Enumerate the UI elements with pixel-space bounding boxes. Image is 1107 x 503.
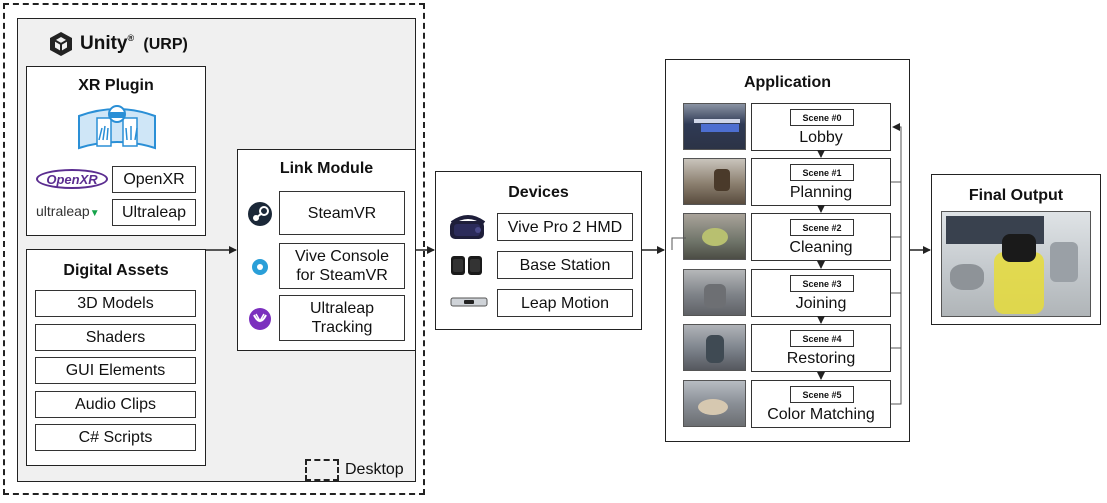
scene-name: Planning bbox=[789, 184, 853, 201]
base-station-icon bbox=[451, 256, 482, 275]
scene-name: Joining bbox=[795, 295, 847, 312]
scene-tag: Scene #1 bbox=[790, 164, 854, 181]
unity-suffix: (URP) bbox=[143, 36, 188, 53]
scene-tag: Scene #3 bbox=[790, 275, 854, 292]
scene-box-planning: Scene #1 Planning bbox=[751, 158, 891, 206]
asset-item: 3D Models bbox=[35, 290, 196, 317]
scene-thumbnail bbox=[683, 158, 746, 205]
asset-item: C# Scripts bbox=[35, 424, 196, 451]
link-module-title: Link Module bbox=[279, 160, 374, 177]
scene-thumbnail bbox=[683, 269, 746, 316]
device-item-base-station: Base Station bbox=[497, 251, 633, 279]
xr-hands-icon bbox=[78, 105, 156, 150]
link-item-ultraleap-tracking: Ultraleap Tracking bbox=[279, 295, 405, 341]
devices-title: Devices bbox=[508, 184, 569, 201]
application-title: Application bbox=[743, 74, 832, 91]
xr-plugin-item-openxr: OpenXR bbox=[112, 166, 196, 193]
scene-tag: Scene #2 bbox=[790, 219, 854, 236]
scene-tag: Scene #5 bbox=[790, 386, 854, 403]
unity-logo-icon bbox=[50, 32, 72, 56]
digital-assets-title: Digital Assets bbox=[63, 262, 169, 279]
xr-plugin-title: XR Plugin bbox=[78, 77, 154, 94]
vive-icon bbox=[252, 259, 268, 275]
scene-thumbnail bbox=[683, 103, 746, 150]
asset-item: GUI Elements bbox=[35, 357, 196, 384]
xr-plugin-item-ultraleap: Ultraleap bbox=[112, 199, 196, 226]
unity-brand: Unity bbox=[80, 33, 128, 54]
ultraleap-logo: ultraleap▼ bbox=[36, 203, 100, 219]
leap-motion-icon bbox=[450, 297, 488, 307]
scene-name: Color Matching bbox=[767, 406, 875, 423]
final-output-photo bbox=[941, 211, 1091, 317]
scene-name: Restoring bbox=[786, 350, 856, 367]
headset-icon bbox=[450, 215, 486, 239]
scene-name: Cleaning bbox=[789, 239, 853, 256]
final-output-title: Final Output bbox=[968, 187, 1064, 204]
unity-title: Unity® (URP) bbox=[80, 33, 188, 54]
scene-box-restoring: Scene #4 Restoring bbox=[751, 324, 891, 372]
asset-item: Audio Clips bbox=[35, 391, 196, 418]
scene-box-joining: Scene #3 Joining bbox=[751, 269, 891, 317]
openxr-logo: OpenXR bbox=[36, 169, 108, 189]
legend-label: Desktop bbox=[345, 461, 404, 478]
desktop-container bbox=[3, 3, 425, 495]
link-item-steamvr: SteamVR bbox=[279, 191, 405, 235]
link-item-vive-console: Vive Console for SteamVR bbox=[279, 243, 405, 289]
scene-name: Lobby bbox=[799, 129, 843, 146]
steam-icon bbox=[248, 202, 272, 226]
legend-dashed-swatch bbox=[305, 459, 339, 481]
scene-box-lobby: Scene #0 Lobby bbox=[751, 103, 891, 151]
device-item-leap-motion: Leap Motion bbox=[497, 289, 633, 317]
scene-box-cleaning: Scene #2 Cleaning bbox=[751, 213, 891, 261]
scene-thumbnail bbox=[683, 324, 746, 371]
scene-tag: Scene #4 bbox=[790, 330, 854, 347]
scene-tag: Scene #0 bbox=[790, 109, 854, 126]
device-item-hmd: Vive Pro 2 HMD bbox=[497, 213, 633, 241]
scene-box-color-matching: Scene #5 Color Matching bbox=[751, 380, 891, 428]
asset-item: Shaders bbox=[35, 324, 196, 351]
scene-thumbnail bbox=[683, 213, 746, 260]
ultraleap-icon bbox=[249, 308, 271, 330]
scene-thumbnail bbox=[683, 380, 746, 427]
